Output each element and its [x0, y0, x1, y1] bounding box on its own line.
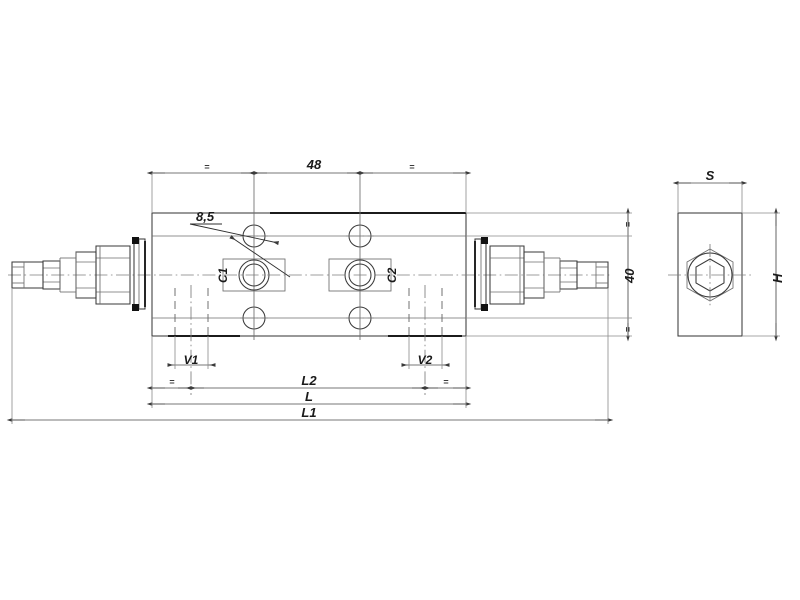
front-view: C1 C2 — [6, 157, 637, 424]
body-inner-lines — [152, 212, 466, 337]
dimension-48-label: 48 — [306, 157, 322, 172]
hole-column-centerlines — [253, 173, 361, 340]
dimension-v2-label: V2 — [418, 353, 433, 367]
dimension-8-5-label: 8,5 — [196, 209, 215, 224]
dimension-l2: L2 = = — [146, 336, 472, 392]
dimension-s-label: S — [706, 168, 715, 183]
dimension-l2-label: L2 — [301, 373, 317, 388]
mounting-holes — [240, 224, 374, 330]
dimension-l-label: L — [305, 389, 313, 404]
valve-body-outline — [151, 212, 467, 337]
outer-hex-icon — [686, 248, 734, 302]
dimension-s: S — [672, 168, 748, 213]
left-adjustment-screw-assembly — [11, 237, 146, 311]
dimension-40: 40 = = — [466, 207, 637, 342]
dimension-l: L — [146, 389, 472, 408]
dimension-l1-label: L1 — [301, 405, 316, 420]
equal-mark-bottom-left: = — [169, 377, 174, 387]
dimension-v1-label: V1 — [184, 353, 199, 367]
equal-mark-right-lower: = — [623, 327, 633, 332]
equal-mark-top-right: = — [409, 162, 414, 172]
port-c1-label: C1 — [216, 267, 230, 283]
hidden-bore-v2 — [408, 285, 443, 395]
equal-mark-bottom-right: = — [443, 377, 448, 387]
dimension-h: H — [742, 207, 785, 342]
side-view-body-outline — [677, 212, 743, 337]
dimension-v2: V2 — [401, 336, 450, 369]
equal-mark-right-upper: = — [623, 222, 633, 227]
dimension-48: 48 = = — [146, 157, 472, 213]
right-adjustment-screw-assembly — [474, 237, 609, 311]
dimension-h-label: H — [770, 273, 785, 283]
side-view-hex-detail — [668, 244, 752, 306]
side-view: S H — [668, 168, 785, 342]
callout-8-5: 8,5 — [189, 209, 291, 278]
dimension-40-label: 40 — [622, 268, 637, 284]
hidden-bore-v1 — [174, 285, 209, 395]
equal-mark-top-left: = — [204, 162, 209, 172]
dimension-v1: V1 — [167, 336, 216, 369]
dimension-l1: L1 — [6, 288, 614, 424]
